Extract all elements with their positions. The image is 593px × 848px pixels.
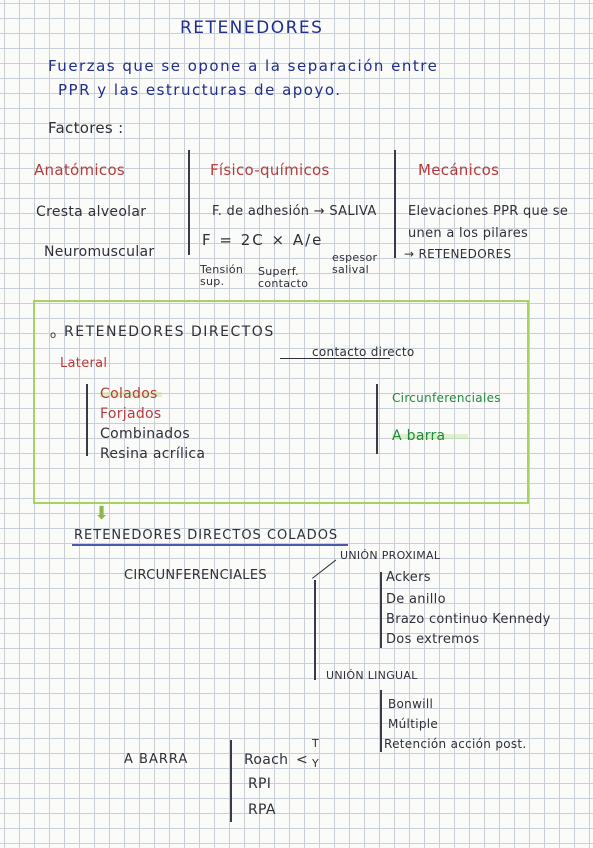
mecanicos-header: Mecánicos: [418, 161, 500, 179]
proximal-item: De anillo: [386, 592, 446, 607]
mecanicos-line-1: Elevaciones PPR que se: [408, 204, 569, 219]
barra-item: RPI: [248, 776, 272, 792]
section2-heading: RETENEDORES DIRECTOS COLADOS: [74, 528, 339, 543]
column-divider-right: [394, 150, 396, 258]
roach-t: T: [312, 737, 320, 750]
left-brace: [86, 384, 88, 456]
factors-label: Factores :: [48, 119, 124, 137]
fisico-header: Físico-químicos: [210, 161, 330, 179]
page-title: RETENEDORES: [180, 18, 324, 38]
box-left-item: Resina acrílica: [100, 446, 206, 462]
roach-label: Roach: [244, 752, 289, 768]
right-brace: [376, 384, 378, 454]
down-arrow-icon: ⬇: [94, 503, 110, 524]
anatomicos-item: Neuromuscular: [44, 244, 155, 260]
barra-item: RPA: [248, 802, 276, 818]
box-right-item: A barra: [392, 428, 446, 444]
superficie-label: Superf. contacto: [258, 265, 309, 290]
branch-line: [312, 559, 337, 579]
contacto-arrow: [280, 358, 390, 359]
adhesion-text: F. de adhesión → SALIVA: [212, 204, 377, 219]
mecanicos-line-2: unen a los pilares: [408, 226, 529, 241]
section2-underline: [72, 544, 348, 546]
bullet-icon: o: [50, 330, 57, 341]
formula: F = 2C × A/e: [202, 231, 324, 249]
definition-line-1: Fuerzas que se opone a la separación ent…: [48, 57, 439, 75]
box-left-item: Forjados: [100, 406, 162, 422]
tension-label: Tensión sup.: [200, 263, 244, 288]
lingual-brace: [380, 690, 382, 752]
anatomicos-item: Cresta alveolar: [36, 204, 147, 220]
espesor-label: espesor salival: [332, 251, 378, 276]
lingual-item: Múltiple: [388, 717, 439, 731]
definition-line-2: PPR y las estructuras de apoyo.: [58, 81, 342, 99]
contacto-label: contacto directo: [312, 345, 415, 359]
box-left-item: Colados: [100, 386, 158, 402]
union-proximal-label: UNIÓN PROXIMAL: [340, 549, 441, 562]
box-left-item: Combinados: [100, 426, 190, 442]
mecanicos-line-3: → RETENEDORES: [404, 247, 512, 261]
circ-label: CIRCUNFERENCIALES: [124, 568, 267, 583]
roach-brace-icon: <: [296, 752, 309, 768]
union-lingual-label: UNIÓN LINGUAL: [326, 669, 418, 682]
proximal-item: Dos extremos: [386, 632, 480, 647]
box-heading: RETENEDORES DIRECTOS: [64, 324, 275, 340]
proximal-brace: [380, 572, 382, 648]
lingual-item: Bonwill: [388, 697, 434, 711]
roach-y: Y: [312, 757, 320, 770]
barra-brace: [230, 740, 232, 822]
circ-brace: [314, 580, 316, 680]
highlight-mark: [392, 434, 468, 439]
barra-label: A BARRA: [124, 752, 189, 767]
lingual-item: Retención acción post.: [384, 737, 527, 751]
box-right-item: Circunferenciales: [392, 391, 501, 405]
proximal-item: Ackers: [386, 570, 431, 585]
highlight-mark: [100, 392, 162, 397]
highlight-box: [33, 300, 529, 504]
anatomicos-header: Anatómicos: [34, 161, 126, 179]
column-divider-left: [188, 150, 190, 255]
lateral-label: Lateral: [60, 356, 108, 371]
proximal-item: Brazo continuo Kennedy: [386, 612, 551, 627]
